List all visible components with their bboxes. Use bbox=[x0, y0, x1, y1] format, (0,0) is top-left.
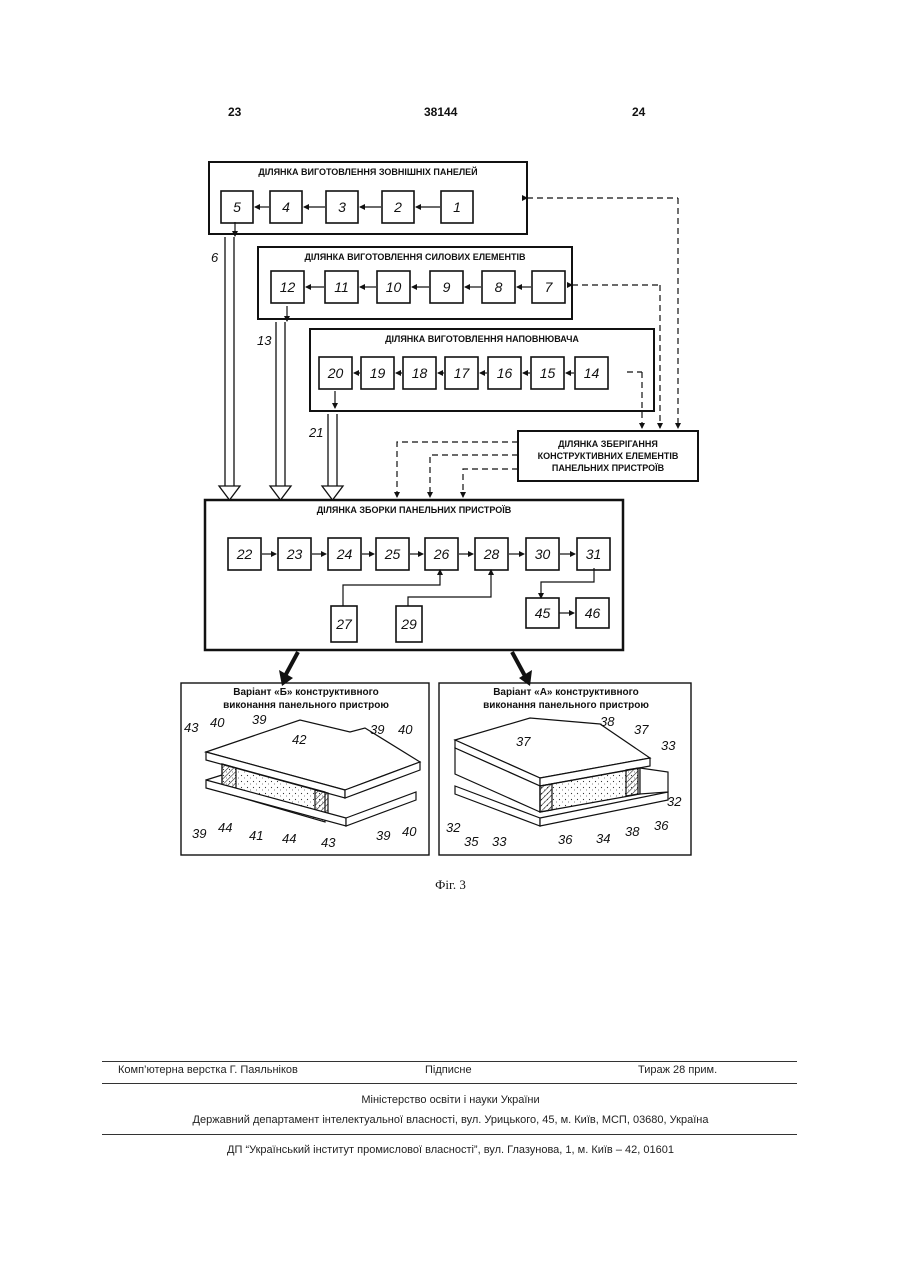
part-label: 32 bbox=[446, 820, 461, 835]
part-label: 39 bbox=[252, 712, 266, 727]
footer-ministry: Міністерство освіти і науки України bbox=[0, 1094, 901, 1106]
variant-b-title-2: виконання панельного пристрою bbox=[223, 700, 389, 711]
footer-typesetting: Комп’ютерна верстка Г. Паяльніков bbox=[118, 1064, 298, 1076]
section-storage-title-3: ПАНЕЛЬНИХ ПРИСТРОЇВ bbox=[552, 463, 665, 473]
process-box-label: 17 bbox=[454, 365, 471, 381]
part-label: 41 bbox=[249, 828, 263, 843]
process-box-label: 16 bbox=[497, 365, 513, 381]
feeder-label-6: 6 bbox=[211, 250, 219, 265]
process-box-label: 4 bbox=[282, 199, 290, 215]
feeder-label-21: 21 bbox=[308, 425, 323, 440]
footer-rule-middle bbox=[102, 1083, 797, 1084]
process-box-label: 1 bbox=[453, 199, 461, 215]
process-box-label: 9 bbox=[443, 279, 451, 295]
variant-a-title-2: виконання панельного пристрою bbox=[483, 700, 649, 711]
process-box-label: 14 bbox=[584, 365, 600, 381]
section-outer-panels-title: ДІЛЯНКА ВИГОТОВЛЕННЯ ЗОВНІШНІХ ПАНЕЛЕЙ bbox=[258, 166, 477, 177]
part-label: 40 bbox=[398, 722, 413, 737]
process-box-label: 46 bbox=[585, 605, 601, 621]
process-box-label: 25 bbox=[384, 546, 401, 562]
part-label: 33 bbox=[492, 834, 507, 849]
section-filler-title: ДІЛЯНКА ВИГОТОВЛЕННЯ НАПОВНЮВАЧА bbox=[385, 334, 579, 344]
process-box-label: 18 bbox=[412, 365, 428, 381]
process-box-label: 10 bbox=[386, 279, 402, 295]
process-box-label: 15 bbox=[540, 365, 556, 381]
part-label: 35 bbox=[464, 834, 479, 849]
part-label: 33 bbox=[661, 738, 676, 753]
process-box-label: 19 bbox=[370, 365, 386, 381]
process-box-label: 2 bbox=[393, 199, 402, 215]
footer-institute: ДП “Український інститут промислової вла… bbox=[0, 1144, 901, 1156]
part-label: 32 bbox=[667, 794, 682, 809]
section-storage-title-1: ДІЛЯНКА ЗБЕРІГАННЯ bbox=[558, 439, 658, 449]
process-box-label: 28 bbox=[483, 546, 500, 562]
section-power-elements-title: ДІЛЯНКА ВИГОТОВЛЕННЯ СИЛОВИХ ЕЛЕМЕНТІВ bbox=[304, 252, 526, 262]
part-label: 38 bbox=[625, 824, 640, 839]
variant-b-title-1: Варіант «Б» конструктивного bbox=[233, 687, 379, 698]
part-label: 44 bbox=[282, 831, 296, 846]
section-assembly-title: ДІЛЯНКА ЗБОРКИ ПАНЕЛЬНИХ ПРИСТРОЇВ bbox=[317, 505, 512, 515]
process-box-label: 23 bbox=[286, 546, 303, 562]
variant-a-title-1: Варіант «А» конструктивного bbox=[493, 687, 639, 698]
process-box-label: 26 bbox=[433, 546, 450, 562]
part-label: 37 bbox=[516, 734, 531, 749]
part-label: 38 bbox=[600, 714, 615, 729]
part-label: 43 bbox=[184, 720, 199, 735]
process-box-label: 31 bbox=[586, 546, 602, 562]
footer-signed: Підписне bbox=[425, 1064, 472, 1076]
part-label: 42 bbox=[292, 732, 307, 747]
part-label: 43 bbox=[321, 835, 336, 850]
footer-circulation: Тираж 28 прим. bbox=[638, 1064, 717, 1076]
process-box-label: 24 bbox=[336, 546, 353, 562]
part-label: 44 bbox=[218, 820, 232, 835]
process-box-label: 3 bbox=[338, 199, 346, 215]
footer-rule-top bbox=[102, 1061, 797, 1062]
process-box-label: 11 bbox=[334, 279, 349, 295]
process-box-label: 7 bbox=[545, 279, 554, 295]
process-box-label: 5 bbox=[233, 199, 241, 215]
footer-department: Державний департамент інтелектуальної вл… bbox=[0, 1114, 901, 1126]
footer-rule-bottom bbox=[102, 1134, 797, 1135]
process-box-label: 45 bbox=[535, 605, 551, 621]
process-box-label: 30 bbox=[535, 546, 551, 562]
process-box-label: 12 bbox=[280, 279, 296, 295]
section-storage-title-2: КОНСТРУКТИВНИХ ЕЛЕМЕНТІВ bbox=[538, 451, 679, 461]
process-box-label: 27 bbox=[335, 616, 353, 632]
part-label: 39 bbox=[370, 722, 384, 737]
feeder-label-13: 13 bbox=[257, 333, 272, 348]
part-label: 34 bbox=[596, 831, 610, 846]
part-label: 39 bbox=[192, 826, 206, 841]
part-label: 36 bbox=[654, 818, 669, 833]
process-box-label: 20 bbox=[327, 365, 344, 381]
variant-b-drawing bbox=[206, 720, 420, 826]
figure-caption: Фіг. 3 bbox=[0, 877, 901, 893]
part-label: 40 bbox=[210, 715, 225, 730]
part-label: 39 bbox=[376, 828, 390, 843]
process-box-label: 8 bbox=[495, 279, 503, 295]
part-label: 37 bbox=[634, 722, 649, 737]
process-box-label: 29 bbox=[400, 616, 417, 632]
process-box-label: 22 bbox=[236, 546, 253, 562]
part-label: 36 bbox=[558, 832, 573, 847]
part-label: 40 bbox=[402, 824, 417, 839]
